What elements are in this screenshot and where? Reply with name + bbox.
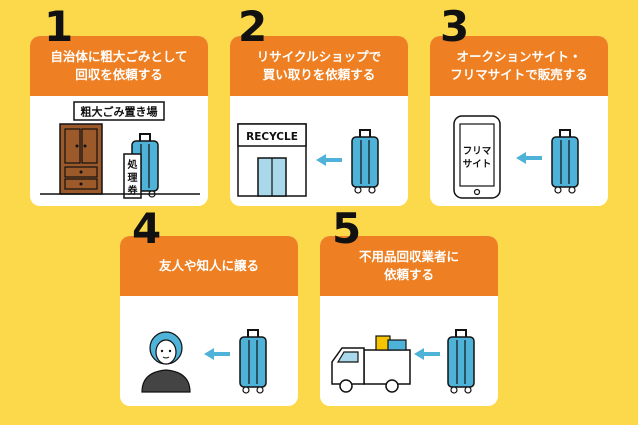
- step-title-5: 不用品回収業者に 依頼する: [320, 236, 498, 296]
- arrow-left-icon: [204, 348, 230, 360]
- collection-truck-illustration: [331, 329, 475, 394]
- svg-text:処: 処: [127, 158, 139, 171]
- step-number-3: 3: [440, 2, 470, 51]
- smartphone-icon: フリマ サイト: [453, 115, 501, 199]
- step-number-5: 5: [332, 204, 362, 253]
- shop-sign-text: RECYCLE: [246, 131, 298, 143]
- arrow-left-icon: [516, 152, 542, 164]
- suitcase-icon: [351, 129, 379, 194]
- svg-text:フリマ: フリマ: [463, 146, 492, 157]
- svg-text:券: 券: [127, 184, 139, 197]
- arrow-left-icon: [414, 348, 440, 360]
- ticket-icon: 処 理 券: [123, 153, 142, 199]
- give-to-friend-illustration: [141, 329, 267, 394]
- suitcase-icon: [447, 329, 475, 394]
- step-card-3: オークションサイト・ フリマサイトで販売する フリマ サイト: [430, 36, 608, 206]
- bulky-garbage-illustration: 粗大ごみ置き場 処 理 券: [40, 101, 200, 199]
- step-title-4: 友人や知人に譲る: [120, 236, 298, 296]
- step-title-2: リサイクルショップで 買い取りを依頼する: [230, 36, 408, 96]
- cabinet-icon: [59, 123, 103, 195]
- step-card-1: 自治体に粗大ごみとして 回収を依頼する 粗大ごみ置き場 処 理: [30, 36, 208, 206]
- suitcase-icon: [239, 329, 267, 394]
- shop-building-icon: RECYCLE: [237, 123, 307, 197]
- svg-text:サイト: サイト: [463, 159, 492, 170]
- garbage-sign-text: 粗大ごみ置き場: [81, 105, 158, 119]
- step-card-2: リサイクルショップで 買い取りを依頼する RECYCLE: [230, 36, 408, 206]
- step-title-1: 自治体に粗大ごみとして 回収を依頼する: [30, 36, 208, 96]
- truck-icon: [331, 335, 411, 393]
- recycle-shop-illustration: RECYCLE: [237, 123, 379, 197]
- step-card-5: 不用品回収業者に 依頼する: [320, 236, 498, 406]
- person-icon: [141, 331, 191, 393]
- arrow-left-icon: [316, 154, 342, 166]
- step-number-2: 2: [238, 2, 268, 51]
- svg-text:理: 理: [128, 172, 138, 184]
- step-number-1: 1: [44, 2, 74, 51]
- step-title-3: オークションサイト・ フリマサイトで販売する: [430, 36, 608, 96]
- step-card-4: 友人や知人に譲る: [120, 236, 298, 406]
- step-number-4: 4: [132, 204, 162, 253]
- suitcase-icon: [551, 129, 579, 194]
- flea-market-illustration: フリマ サイト: [453, 115, 579, 199]
